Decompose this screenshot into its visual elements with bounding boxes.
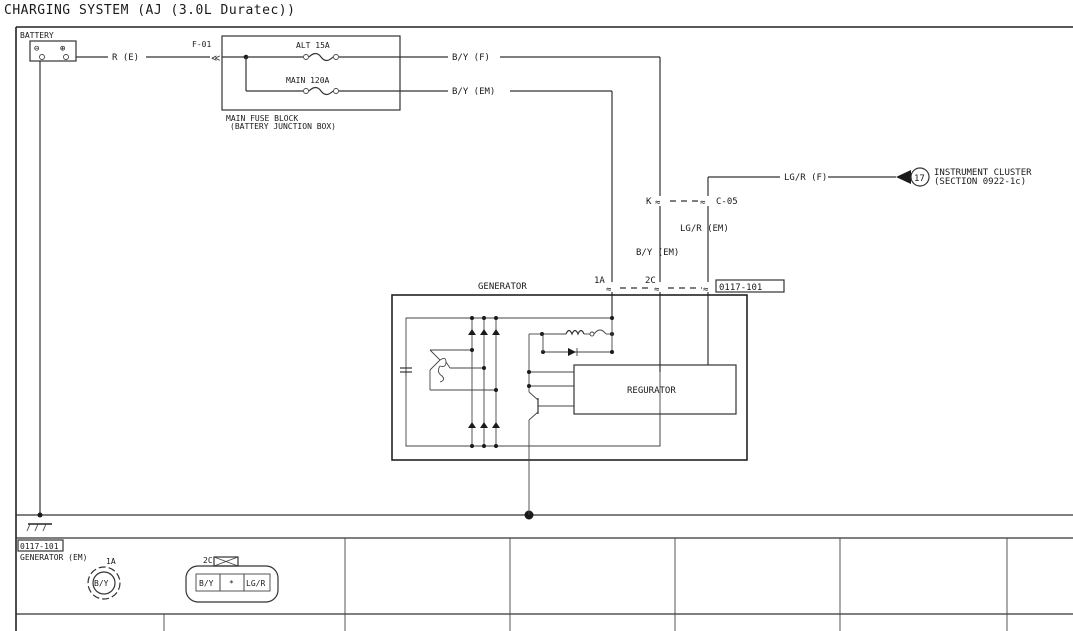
capacitor-icon: [400, 367, 412, 376]
instrument-cluster-label: INSTRUMENT CLUSTER: [934, 168, 1032, 178]
connector-c05: K ≈ ≈ C-05 LG/R (EM) B/Y (EM): [636, 197, 738, 258]
battery-label: BATTERY: [20, 31, 54, 40]
diode-icon: [568, 348, 576, 356]
diode-icon: [492, 422, 500, 428]
regulator-label: REGURATOR: [627, 386, 676, 396]
generator: GENERATOR: [391, 282, 748, 515]
battery-negative-icon: ⊖: [34, 44, 39, 54]
diode-icon: [468, 329, 476, 335]
connector-f01-icon: ≪: [211, 54, 220, 64]
main-fuse-block: F-01 ALT 15A MAIN 120A MAIN FUSE BLOCK (…: [192, 35, 401, 131]
legend-pin-1a: 1A: [106, 557, 116, 566]
legend-pin-2c: 2C: [203, 556, 213, 565]
fuse-main-label: MAIN 120A: [286, 76, 330, 85]
regulator-box: [573, 364, 737, 415]
generator-connector-ref: 0117-101: [719, 283, 762, 293]
connector-f01: F-01: [192, 40, 211, 49]
legend-pin-2c-mid: *: [229, 579, 234, 588]
connector-c05-label: C-05: [716, 197, 738, 207]
transistor-icon: [528, 391, 574, 421]
battery-ground-wire: [26, 61, 534, 532]
connector-c05-right-icon: ≈: [700, 198, 706, 208]
connector-c05-left-icon: ≈: [655, 198, 661, 208]
diode-icon: [480, 422, 488, 428]
diode-icon: [492, 329, 500, 335]
instrument-ref-number: 17: [914, 174, 925, 184]
wire-label-by-f: B/Y (F): [452, 53, 490, 63]
field-circuit: [527, 316, 614, 515]
wire-label-by-em-2: B/Y (EM): [636, 248, 679, 258]
generator-connector: 1A 2C ≈ ≈ ≈ 0117-101: [594, 276, 785, 295]
diode-icon: [480, 329, 488, 335]
instrument-cluster-section: (SECTION 0922-1c): [934, 177, 1026, 187]
wire-by-em: B/Y (EM): [400, 87, 613, 318]
connector-pin-2c-icon: ≈: [654, 285, 660, 295]
fuse-alt-label: ALT 15A: [296, 41, 330, 50]
connector-1a-icon: [87, 566, 121, 600]
wire-label-r-e: R (E): [112, 53, 139, 63]
legend-name: GENERATOR (EM): [20, 553, 87, 562]
arrow-icon: [896, 170, 911, 184]
diode-icon: [468, 422, 476, 428]
pin-2c-label: 2C: [645, 276, 656, 286]
pin-1a-label: 1A: [594, 276, 605, 286]
connector-pin-1a-icon: ≈: [606, 285, 612, 295]
field-coil-icon: [565, 329, 585, 336]
wire-label-lgr-em: LG/R (EM): [680, 224, 729, 234]
diagram-title: CHARGING SYSTEM (AJ (3.0L Duratec)): [4, 3, 295, 18]
generator-label: GENERATOR: [478, 282, 527, 292]
rectifier-diodes: [468, 316, 500, 448]
diagram-frame: [15, 26, 1073, 631]
connector-2c-icon: [185, 556, 279, 603]
legend-ref: 0117-101: [20, 542, 59, 551]
battery: BATTERY ⊖ ⊕: [20, 31, 77, 62]
legend-connector: 0117-101 GENERATOR (EM) 1A B/Y 2C B/Y * …: [17, 539, 279, 603]
fuse-alt-icon: [308, 52, 334, 62]
wire-by-f: B/Y (F): [400, 53, 661, 372]
legend-pin-2c-right: LG/R: [246, 579, 265, 588]
battery-positive-icon: ⊕: [60, 44, 65, 54]
stator-coil-icon: [429, 349, 496, 391]
wire-label-k: K: [646, 197, 652, 207]
wire-label-lgr-f: LG/R (F): [784, 173, 827, 183]
fuse-main-icon: [308, 86, 334, 96]
connector-end-icon: ≈: [703, 285, 709, 295]
wire-lgr: LG/R (F) 17 INSTRUMENT CLUSTER (SECTION …: [707, 167, 1032, 365]
fuse-block-caption-2: (BATTERY JUNCTION BOX): [230, 122, 336, 131]
wire-label-by-em: B/Y (EM): [452, 87, 495, 97]
legend-pin-1a-color: B/Y: [94, 579, 109, 588]
fuse-block-caption: MAIN FUSE BLOCK: [226, 114, 298, 123]
legend-pin-2c-left: B/Y: [199, 579, 214, 588]
